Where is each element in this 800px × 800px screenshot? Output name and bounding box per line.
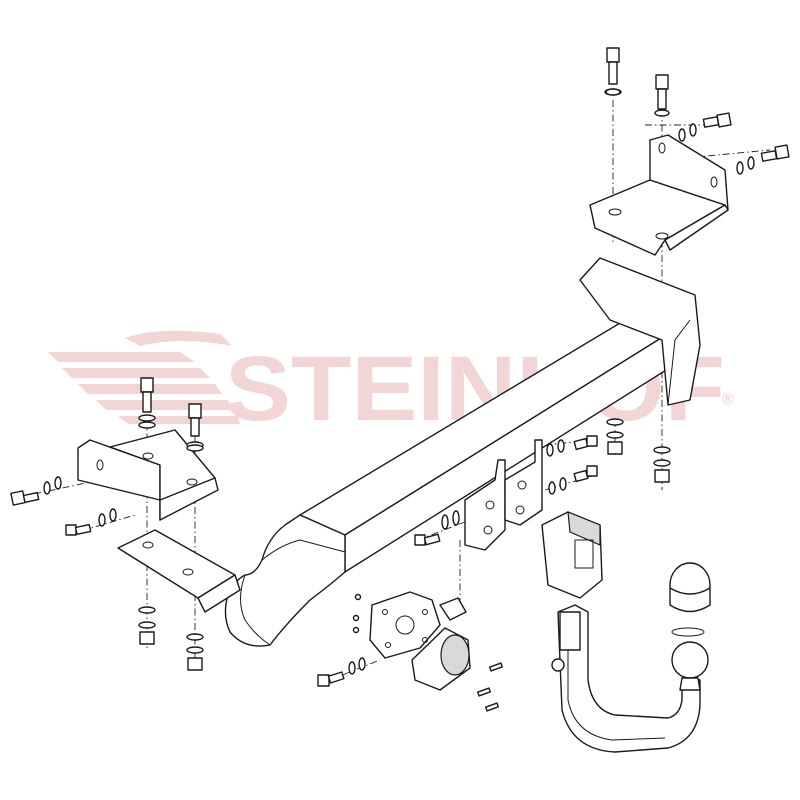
bolt-icon	[655, 74, 669, 110]
electrical-socket	[369, 591, 471, 691]
bolt-icon	[760, 144, 790, 162]
bolt-icon	[65, 523, 92, 536]
center-mounting-tabs	[464, 439, 543, 551]
registered-mark: ®	[722, 391, 734, 408]
vertical-bolts	[138, 47, 669, 449]
tow-ball-neck	[551, 604, 709, 753]
tow-ball-cap	[669, 562, 711, 637]
bolt-icon	[10, 490, 40, 506]
bolt-icon	[317, 671, 345, 687]
bolt-icon	[573, 465, 598, 483]
bolt-icon	[604, 47, 622, 96]
socket-bracket	[541, 511, 603, 599]
washers-and-nuts	[43, 88, 755, 712]
bolt-icon	[573, 435, 598, 451]
right-mounting-bracket	[589, 134, 729, 256]
bolt-icon	[186, 403, 204, 449]
main-crossbar	[224, 257, 701, 647]
bolt-icon	[414, 533, 441, 546]
left-upper-bracket	[77, 429, 219, 521]
left-lower-bracket	[117, 529, 241, 613]
bolt-icon	[702, 112, 732, 128]
horizontal-bolts	[10, 112, 790, 687]
bolt-icon	[138, 377, 156, 422]
logo-swoosh-icon	[48, 330, 240, 424]
